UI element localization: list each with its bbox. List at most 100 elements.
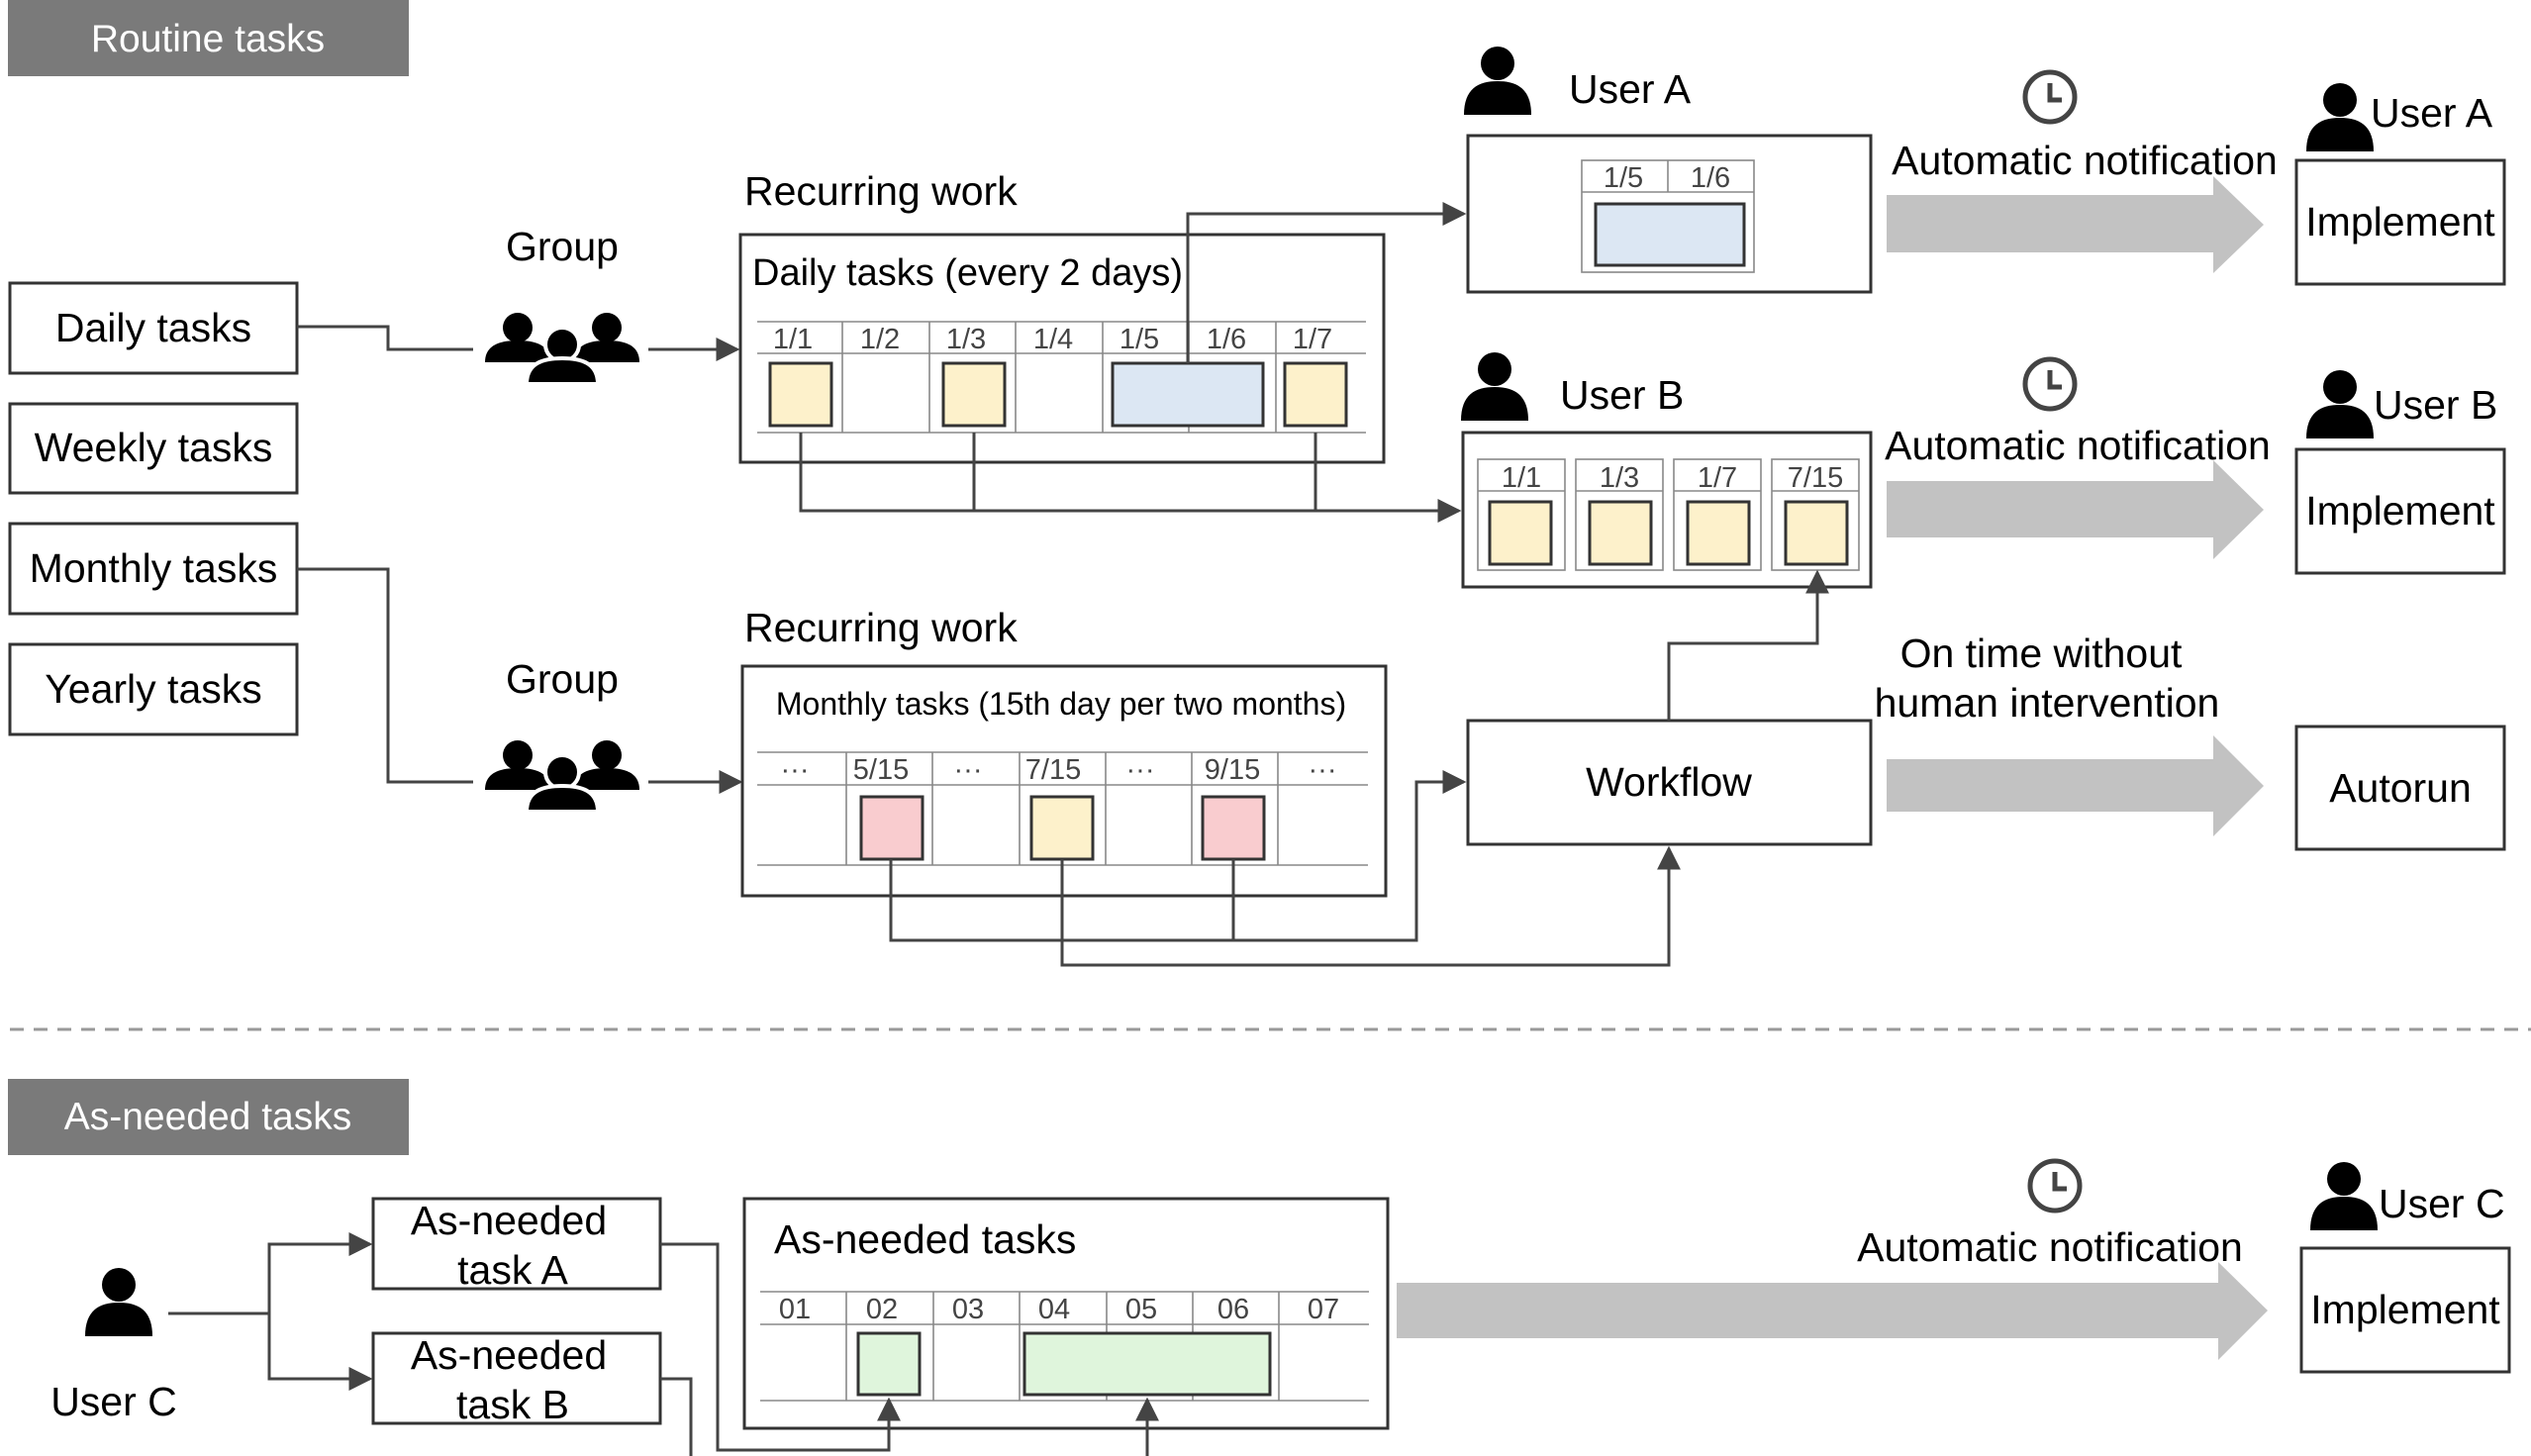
user-a-calendar: 1/5 1/6 [1466,134,1873,294]
calendar-header-cell: 1/6 [1207,324,1246,355]
autorun-label: Autorun [2329,765,2472,811]
task-block-blue [1594,202,1746,267]
recurring-monthly-label: Recurring work [744,605,1018,650]
calendar-header-cell: 1/7 [1293,324,1332,355]
implement-box-a: Implement [2294,158,2506,286]
task-block-yellow [941,361,1007,428]
calendar-header-cell: 7/15 [1025,754,1081,786]
task-type-label: Yearly tasks [45,666,262,712]
implement-label: Implement [2305,488,2495,534]
task-block-yellow [768,361,833,428]
task-type-label: Monthly tasks [30,545,278,591]
task-block-pink [859,795,925,861]
person-icon [2306,83,2374,151]
task-block-yellow [1588,500,1653,566]
task-block-green [1022,1331,1272,1397]
implement-label: Implement [2305,199,2495,244]
calendar-header-cell: 02 [866,1294,898,1325]
task-a-line2: task A [457,1247,568,1293]
autorun-arrow [1887,735,2264,836]
connector-daily-to-group [297,325,473,351]
calendar-header-cell: 9/15 [1205,754,1260,786]
task-block-green [856,1331,922,1397]
notification-label-a: Automatic notification [1892,138,2278,183]
calendar-header-cell: 7/15 [1788,462,1843,494]
calendar-header-cell: 05 [1125,1294,1157,1325]
person-icon [2310,1162,2378,1230]
calendar-header-cell: 1/2 [860,324,900,355]
group-icon [483,311,641,386]
group-label-bottom: Group [506,656,619,702]
calendar-header-cell: 1/4 [1033,324,1073,355]
calendar-header-cell: 1/3 [1600,462,1639,494]
calendar-header-cell: 1/5 [1119,324,1159,355]
asneeded-user-label: User C [50,1379,177,1424]
connector-monthly-to-group [297,567,473,784]
calendar-header-cell: ··· [954,754,983,786]
calendar-header-cell: 1/3 [946,324,986,355]
calendar-title: Monthly tasks (15th day per two months) [776,686,1346,722]
section-title-asneeded: As-needed tasks [64,1096,352,1138]
asneeded-task-b-box: As-needed task B [371,1331,662,1427]
ontime-label-line1: On time without [1900,631,2183,676]
recurring-daily-calendar: Daily tasks (every 2 days) 1/1 1/2 1/3 1… [738,233,1386,464]
calendar-header-cell: 07 [1308,1294,1339,1325]
notification-label-b: Automatic notification [1885,423,2271,468]
notification-arrow-a [1887,176,2264,273]
person-icon [85,1268,152,1336]
section-title-routine: Routine tasks [91,18,325,60]
user-b-calendar: 1/1 1/3 1/7 7/15 [1461,431,1873,589]
group-label-top: Group [506,224,619,269]
asneeded-task-a-box: As-needed task A [371,1197,662,1293]
task-type-daily: Daily tasks [8,281,299,375]
recurring-monthly-calendar: Monthly tasks (15th day per two months) … [740,664,1388,898]
autorun-box: Autorun [2294,725,2506,851]
connector-daily-to-user-b [799,433,1462,523]
calendar-header-cell: 04 [1038,1294,1070,1325]
clock-icon [2030,1161,2080,1211]
notification-arrow-b [1887,460,2264,559]
recurring-daily-label: Recurring work [744,168,1018,214]
outcome-user-a-label: User A [2371,90,2493,136]
connector-user-to-task-a [168,1232,373,1315]
task-b-line1: As-needed [411,1332,607,1378]
clock-icon [2025,72,2075,122]
section-header-asneeded: As-needed tasks [8,1079,409,1155]
connector-user-to-task-b [267,1313,373,1391]
outcome-user-c-label: User C [2379,1181,2505,1226]
task-type-monthly: Monthly tasks [8,522,299,616]
calendar-title: As-needed tasks [774,1216,1076,1262]
calendar-header-cell: ··· [1309,754,1337,786]
task-block-yellow [1029,795,1095,861]
connector-daily-to-user-a [1186,202,1467,363]
connector-task-a-to-calendar [660,1242,901,1452]
calendar-header-cell: 1/1 [773,324,813,355]
person-icon [1461,352,1528,421]
calendar-header-cell: 1/6 [1691,162,1730,194]
person-icon [1464,47,1531,115]
notification-label-c: Automatic notification [1857,1224,2243,1270]
calendar-header-cell: 06 [1217,1294,1249,1325]
task-type-label: Daily tasks [55,305,251,350]
ontime-label-line2: human intervention [1875,680,2220,726]
task-block-yellow [1784,500,1849,566]
calendar-header-cell: ··· [1126,754,1155,786]
task-b-line2: task B [456,1382,569,1427]
section-header-routine: Routine tasks [8,0,409,76]
clock-icon [2025,359,2075,409]
connector-monthly-to-workflow [1060,845,1681,967]
calendar-title: Daily tasks (every 2 days) [752,252,1183,294]
notification-arrow-c [1397,1262,2268,1360]
task-block-yellow [1488,500,1553,566]
calendar-header-cell: 1/7 [1698,462,1737,494]
user-a-label: User A [1569,66,1692,112]
calendar-header-cell: 5/15 [853,754,909,786]
asneeded-calendar: As-needed tasks 01 02 03 04 05 06 07 [742,1197,1390,1430]
group-icon [483,738,641,814]
connector-monthly-to-workflow [889,770,1467,942]
workflow-label: Workflow [1586,759,1752,805]
calendar-header-cell: 01 [779,1294,811,1325]
implement-box-b: Implement [2294,447,2506,575]
task-block-yellow [1283,361,1348,428]
task-type-yearly: Yearly tasks [8,642,299,736]
